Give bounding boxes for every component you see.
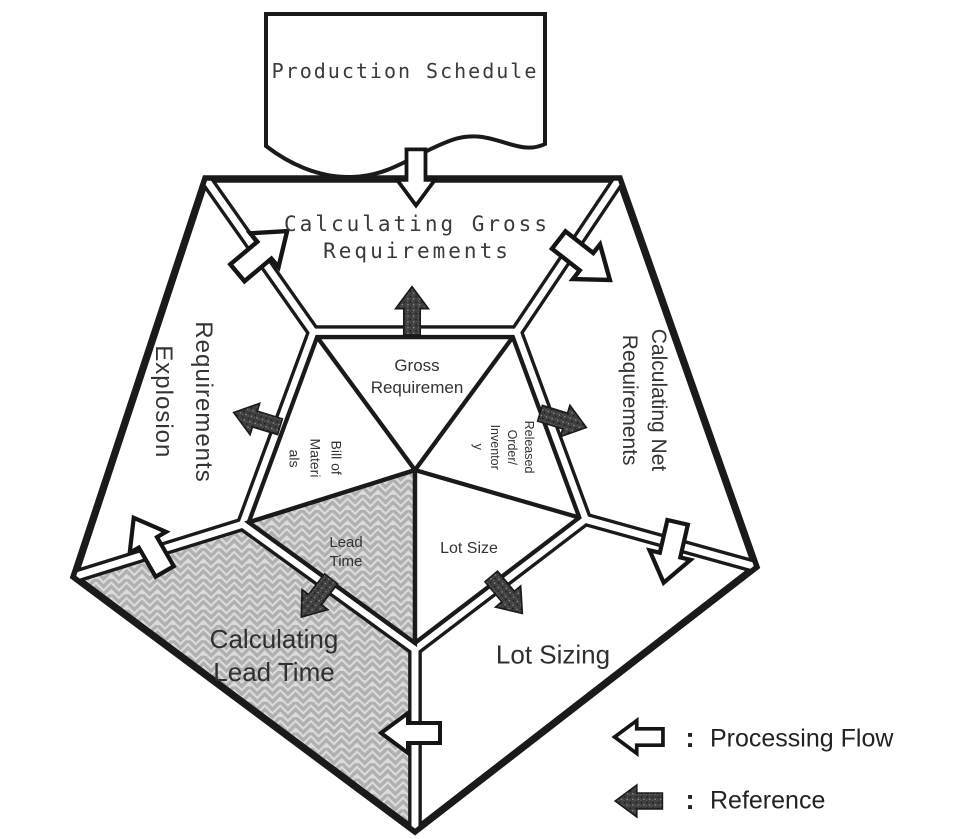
requirements-explosion-label: Requirements Explosion (150, 321, 217, 483)
legend-reference-colon: : (685, 784, 695, 815)
calculating-lead-time-label: Calculating Lead Time (209, 624, 339, 687)
section-requirements-explosion (75, 183, 310, 573)
inner-pentagon-spokes (248, 335, 580, 643)
production-schedule-label: Production Schedule (271, 59, 539, 83)
legend-processing-flow-arrow-icon (612, 718, 665, 756)
legend-processing-flow-colon: : (685, 722, 695, 753)
lead-time-data-label: Lead Time (329, 534, 363, 570)
calculating-gross-requirements-label: Calculating Gross Requirements (284, 212, 550, 263)
lot-size-data-label: Lot Size (440, 540, 498, 557)
gross-requirement-data-label: Gross Requiremen (370, 356, 464, 397)
bill-of-materials-data-label: Bill of Materi als (286, 438, 345, 478)
legend-processing-flow-label: Processing Flow (710, 724, 894, 753)
released-order-inventory-data-label: Released Order/ Inventor y (471, 420, 536, 474)
legend-reference-label: Reference (710, 786, 826, 815)
legend-reference-arrow-icon (614, 784, 664, 818)
section-calculating-gross-requirements (210, 179, 615, 329)
lot-sizing-label: Lot Sizing (495, 639, 611, 670)
calculating-net-requirements-label: Calculating Net Requirements (618, 328, 670, 472)
section-calculating-lead-time (77, 528, 412, 828)
